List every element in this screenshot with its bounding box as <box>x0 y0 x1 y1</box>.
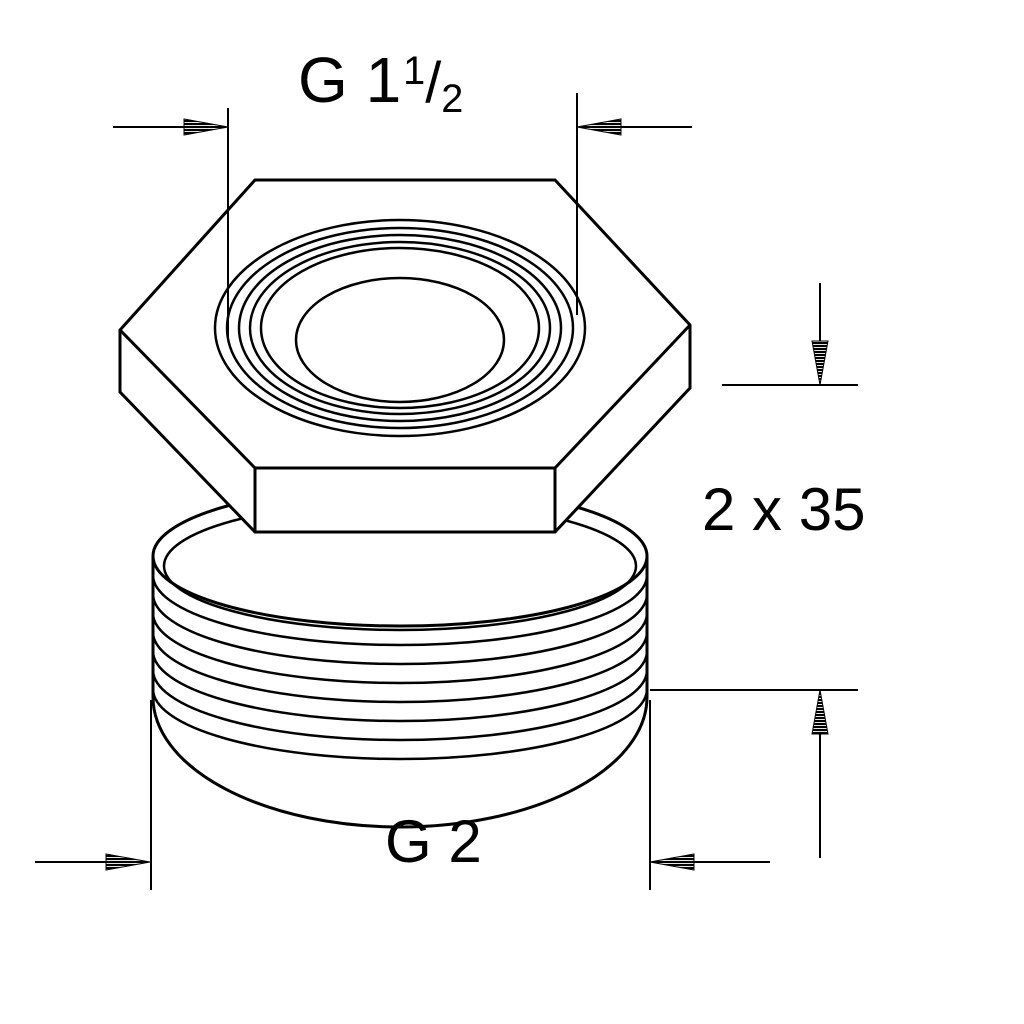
arrow-down-icon <box>811 340 829 386</box>
arrow-up-icon <box>811 689 829 735</box>
threaded-body <box>151 484 649 829</box>
hex-nut <box>118 178 692 534</box>
label-bottom-thread-size: G 2 <box>385 808 482 875</box>
dim-length <box>650 283 858 858</box>
label-length-dimension: 2 x 35 <box>702 476 866 543</box>
body-bottom-edge <box>151 696 649 829</box>
dimensions <box>35 93 858 890</box>
dim-bottom-thread <box>35 700 770 890</box>
thread-size-base: G 1 <box>298 44 402 116</box>
fraction-numerator: 1 <box>403 49 426 93</box>
arrow-left-icon <box>576 118 622 136</box>
internal-thread-ellipses <box>213 218 587 438</box>
arrow-left-icon <box>649 853 695 871</box>
dim-top-thread <box>113 93 692 338</box>
hex-edge-left <box>118 328 257 470</box>
arrow-right-icon <box>105 853 151 871</box>
label-top-thread-size: G 11/2 <box>298 48 463 120</box>
fraction-denominator: 2 <box>441 77 464 121</box>
external-thread-lines <box>151 574 649 761</box>
hex-nut-silhouette <box>118 178 692 534</box>
bore-ellipse <box>294 276 506 404</box>
hex-edge-right <box>553 323 692 470</box>
fraction-slash: / <box>425 51 442 115</box>
arrow-right-icon <box>183 118 229 136</box>
